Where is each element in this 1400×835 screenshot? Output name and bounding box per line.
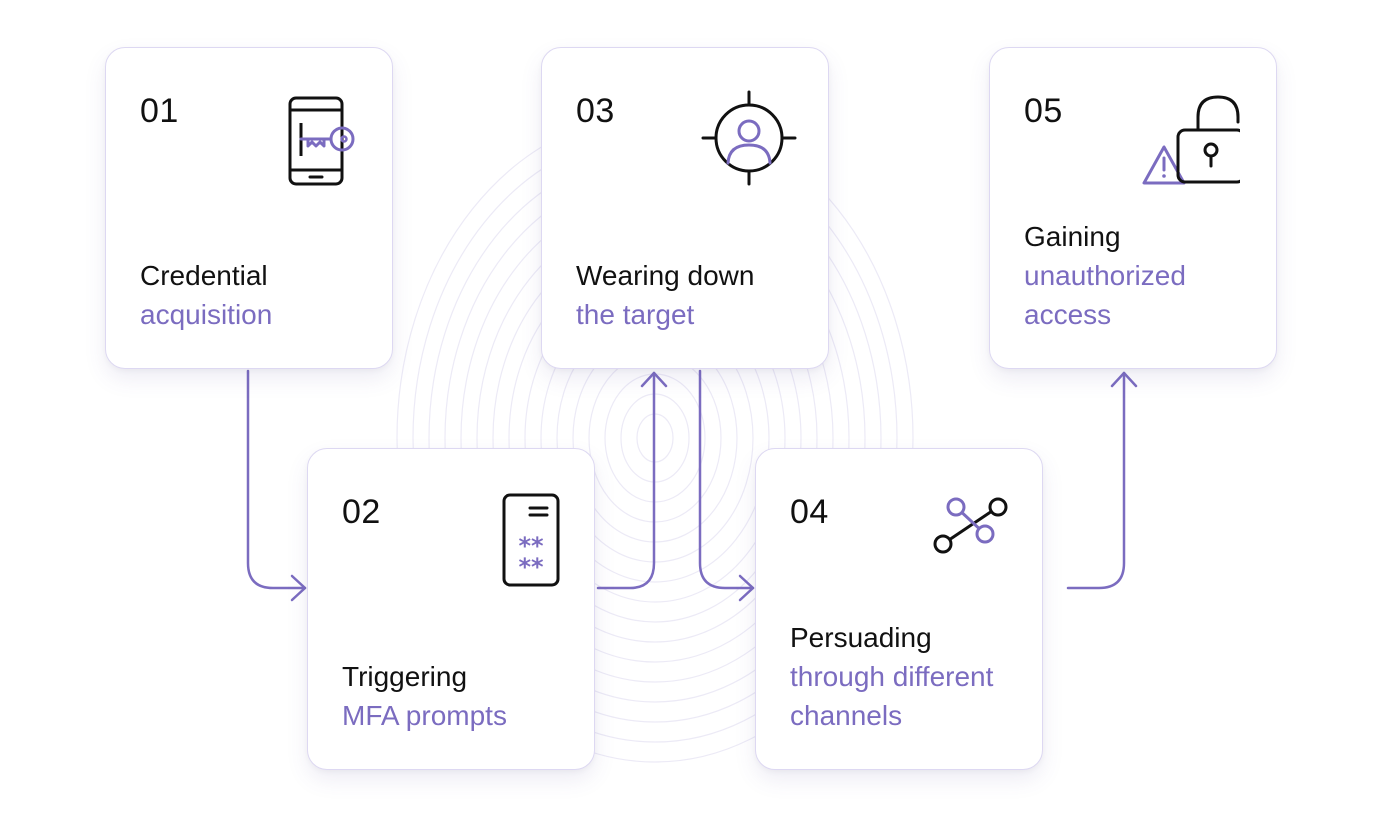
- warning-unlock-icon: [1140, 86, 1240, 186]
- step-number: 03: [576, 92, 615, 130]
- arrowhead-01-02: [290, 574, 307, 602]
- arrowhead-03-04: [738, 574, 755, 602]
- arrowhead-02-03: [640, 371, 668, 388]
- svg-text:**: **: [518, 553, 544, 581]
- step-card-03: 03 Wearing down the target: [541, 47, 829, 369]
- smartphone-key-icon: [270, 86, 370, 186]
- step-number: 02: [342, 493, 381, 531]
- step-title-accent: unauthorized access: [1024, 260, 1186, 330]
- target-user-icon: [697, 86, 797, 186]
- step-title: Persuading through different channels: [790, 618, 1026, 735]
- step-title-dark: Triggering: [342, 661, 468, 692]
- step-title-dark: Wearing down: [576, 260, 755, 291]
- step-title-accent: acquisition: [140, 299, 273, 330]
- step-title-dark: Persuading: [790, 622, 932, 653]
- step-number: 05: [1024, 92, 1063, 130]
- svg-text:**: **: [518, 532, 544, 560]
- connector-02-03: [596, 371, 656, 590]
- step-title: Wearing down the target: [576, 256, 812, 334]
- connector-03-04: [698, 369, 755, 590]
- step-title: Gaining unauthorized access: [1024, 217, 1260, 334]
- connector-01-02: [246, 369, 307, 590]
- network-nodes-icon: [922, 487, 1022, 587]
- arrowhead-04-05: [1110, 371, 1138, 388]
- step-number: 01: [140, 92, 179, 130]
- step-title: Credential acquisition: [140, 256, 376, 334]
- step-card-04: 04 Persuading through different channels: [755, 448, 1043, 770]
- password-card-icon: ** **: [479, 487, 579, 587]
- step-title-dark: Credential: [140, 260, 268, 291]
- step-number: 04: [790, 493, 829, 531]
- step-title-accent: the target: [576, 299, 695, 330]
- step-title: Triggering MFA prompts: [342, 657, 578, 735]
- step-card-02: 02 ** ** Triggering MFA prompts: [307, 448, 595, 770]
- step-title-dark: Gaining: [1024, 221, 1121, 252]
- step-card-01: 01 Credential acquisition: [105, 47, 393, 369]
- step-title-accent: through different channels: [790, 661, 994, 731]
- connector-04-05: [1066, 371, 1126, 590]
- step-card-05: 05 Gaining unauthorized access: [989, 47, 1277, 369]
- step-title-accent: MFA prompts: [342, 700, 507, 731]
